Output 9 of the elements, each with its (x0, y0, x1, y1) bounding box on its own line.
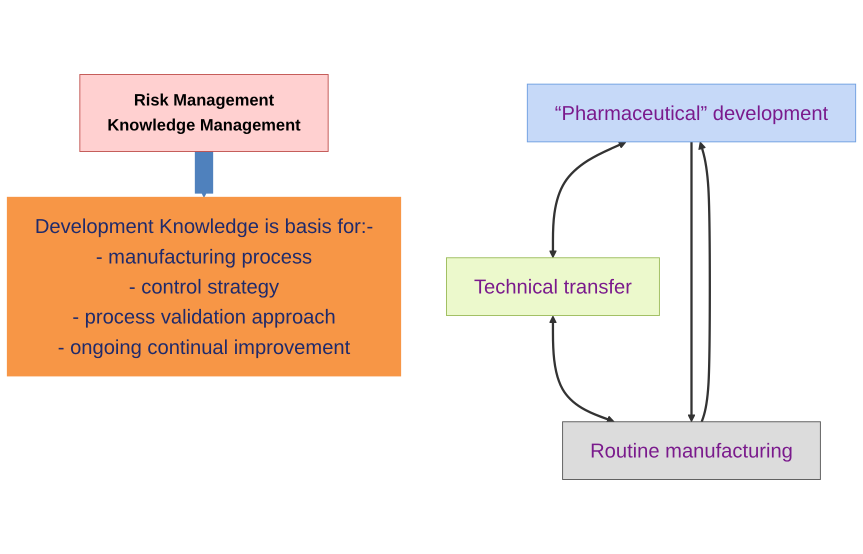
arrow (698, 142, 711, 422)
node-box: Technical transfer (446, 257, 660, 316)
node-box: Development Knowledge is basis for:- - manufacturing process - control strategy - process validation approach - ongoing continual improvement (6, 196, 402, 376)
node-box: Routine manufacturing (562, 421, 821, 480)
node-box: “Pharmaceutical” development (526, 84, 856, 142)
node-box: Risk Management Knowledge Management (79, 74, 329, 152)
arrow (687, 142, 696, 422)
arrow (548, 141, 626, 258)
arrow (548, 315, 615, 423)
